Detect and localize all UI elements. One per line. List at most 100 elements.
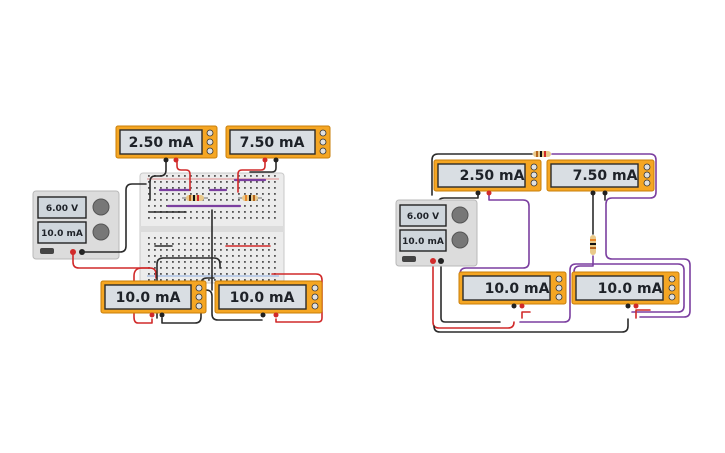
breadboard-hole[interactable]	[262, 273, 264, 275]
breadboard-hole[interactable]	[220, 243, 222, 245]
breadboard-hole[interactable]	[148, 243, 150, 245]
breadboard-hole[interactable]	[268, 217, 270, 219]
breadboard-hole[interactable]	[214, 261, 216, 263]
breadboard-hole[interactable]	[172, 181, 174, 183]
breadboard-hole[interactable]	[244, 279, 246, 281]
breadboard-hole[interactable]	[208, 181, 210, 183]
breadboard-hole[interactable]	[190, 249, 192, 251]
breadboard-hole[interactable]	[274, 267, 276, 269]
breadboard-hole[interactable]	[154, 237, 156, 239]
multimeter[interactable]: 7.50 mA	[546, 159, 655, 196]
breadboard-hole[interactable]	[214, 217, 216, 219]
resistor[interactable]	[533, 151, 551, 157]
negative-terminal-icon[interactable]	[438, 258, 444, 264]
breadboard-hole[interactable]	[154, 187, 156, 189]
breadboard-hole[interactable]	[178, 249, 180, 251]
breadboard-hole[interactable]	[232, 193, 234, 195]
breadboard-hole[interactable]	[160, 181, 162, 183]
breadboard-hole[interactable]	[208, 237, 210, 239]
breadboard-hole[interactable]	[268, 273, 270, 275]
breadboard-hole[interactable]	[262, 217, 264, 219]
breadboard-hole[interactable]	[262, 267, 264, 269]
breadboard-hole[interactable]	[250, 181, 252, 183]
power-supply[interactable]: 6.00 V 10.0 mA	[395, 199, 478, 267]
breadboard-hole[interactable]	[160, 267, 162, 269]
breadboard-hole[interactable]	[232, 187, 234, 189]
breadboard-hole[interactable]	[208, 199, 210, 201]
power-switch-icon[interactable]	[40, 248, 54, 254]
breadboard-hole[interactable]	[268, 193, 270, 195]
breadboard-hole[interactable]	[202, 261, 204, 263]
breadboard-hole[interactable]	[178, 255, 180, 257]
breadboard-hole[interactable]	[172, 255, 174, 257]
breadboard-hole[interactable]	[238, 199, 240, 201]
breadboard-hole[interactable]	[268, 267, 270, 269]
breadboard-hole[interactable]	[190, 187, 192, 189]
breadboard-hole[interactable]	[166, 279, 168, 281]
breadboard-hole[interactable]	[268, 187, 270, 189]
breadboard-hole[interactable]	[226, 249, 228, 251]
breadboard-hole[interactable]	[166, 255, 168, 257]
breadboard-hole[interactable]	[244, 187, 246, 189]
breadboard-hole[interactable]	[196, 255, 198, 257]
breadboard-hole[interactable]	[172, 249, 174, 251]
breadboard-hole[interactable]	[190, 255, 192, 257]
breadboard-hole[interactable]	[274, 205, 276, 207]
breadboard-hole[interactable]	[274, 279, 276, 281]
breadboard-hole[interactable]	[238, 243, 240, 245]
breadboard-hole[interactable]	[250, 175, 252, 177]
breadboard-hole[interactable]	[172, 217, 174, 219]
breadboard-hole[interactable]	[160, 199, 162, 201]
breadboard-hole[interactable]	[196, 175, 198, 177]
breadboard-hole[interactable]	[166, 237, 168, 239]
breadboard-hole[interactable]	[262, 249, 264, 251]
breadboard-hole[interactable]	[214, 267, 216, 269]
breadboard-hole[interactable]	[196, 243, 198, 245]
breadboard-hole[interactable]	[220, 181, 222, 183]
breadboard-hole[interactable]	[244, 255, 246, 257]
breadboard-hole[interactable]	[226, 217, 228, 219]
breadboard-hole[interactable]	[178, 193, 180, 195]
breadboard-hole[interactable]	[178, 243, 180, 245]
breadboard-hole[interactable]	[220, 237, 222, 239]
breadboard-hole[interactable]	[160, 205, 162, 207]
breadboard-hole[interactable]	[208, 255, 210, 257]
breadboard-hole[interactable]	[232, 279, 234, 281]
breadboard-hole[interactable]	[262, 237, 264, 239]
breadboard-hole[interactable]	[262, 255, 264, 257]
breadboard-hole[interactable]	[256, 193, 258, 195]
breadboard-hole[interactable]	[196, 211, 198, 213]
breadboard-hole[interactable]	[190, 181, 192, 183]
breadboard-hole[interactable]	[190, 273, 192, 275]
breadboard-hole[interactable]	[148, 205, 150, 207]
multimeter[interactable]: 2.50 mA	[115, 125, 218, 163]
breadboard-hole[interactable]	[220, 193, 222, 195]
breadboard-hole[interactable]	[178, 279, 180, 281]
breadboard-hole[interactable]	[202, 267, 204, 269]
breadboard-hole[interactable]	[166, 273, 168, 275]
breadboard-hole[interactable]	[250, 205, 252, 207]
breadboard-hole[interactable]	[232, 211, 234, 213]
breadboard-hole[interactable]	[148, 255, 150, 257]
resistor[interactable]	[238, 195, 262, 201]
breadboard-hole[interactable]	[184, 181, 186, 183]
breadboard-hole[interactable]	[196, 267, 198, 269]
breadboard-hole[interactable]	[220, 279, 222, 281]
breadboard-hole[interactable]	[220, 273, 222, 275]
breadboard-hole[interactable]	[184, 249, 186, 251]
breadboard-hole[interactable]	[262, 193, 264, 195]
breadboard-hole[interactable]	[166, 217, 168, 219]
breadboard-hole[interactable]	[256, 249, 258, 251]
breadboard-hole[interactable]	[148, 187, 150, 189]
breadboard-hole[interactable]	[160, 237, 162, 239]
breadboard-hole[interactable]	[178, 181, 180, 183]
breadboard-hole[interactable]	[154, 273, 156, 275]
resistor[interactable]	[182, 195, 208, 201]
breadboard-hole[interactable]	[250, 255, 252, 257]
breadboard-hole[interactable]	[166, 249, 168, 251]
breadboard-hole[interactable]	[160, 243, 162, 245]
resistor[interactable]	[590, 235, 596, 255]
breadboard-hole[interactable]	[238, 279, 240, 281]
breadboard-hole[interactable]	[208, 243, 210, 245]
breadboard-hole[interactable]	[238, 249, 240, 251]
